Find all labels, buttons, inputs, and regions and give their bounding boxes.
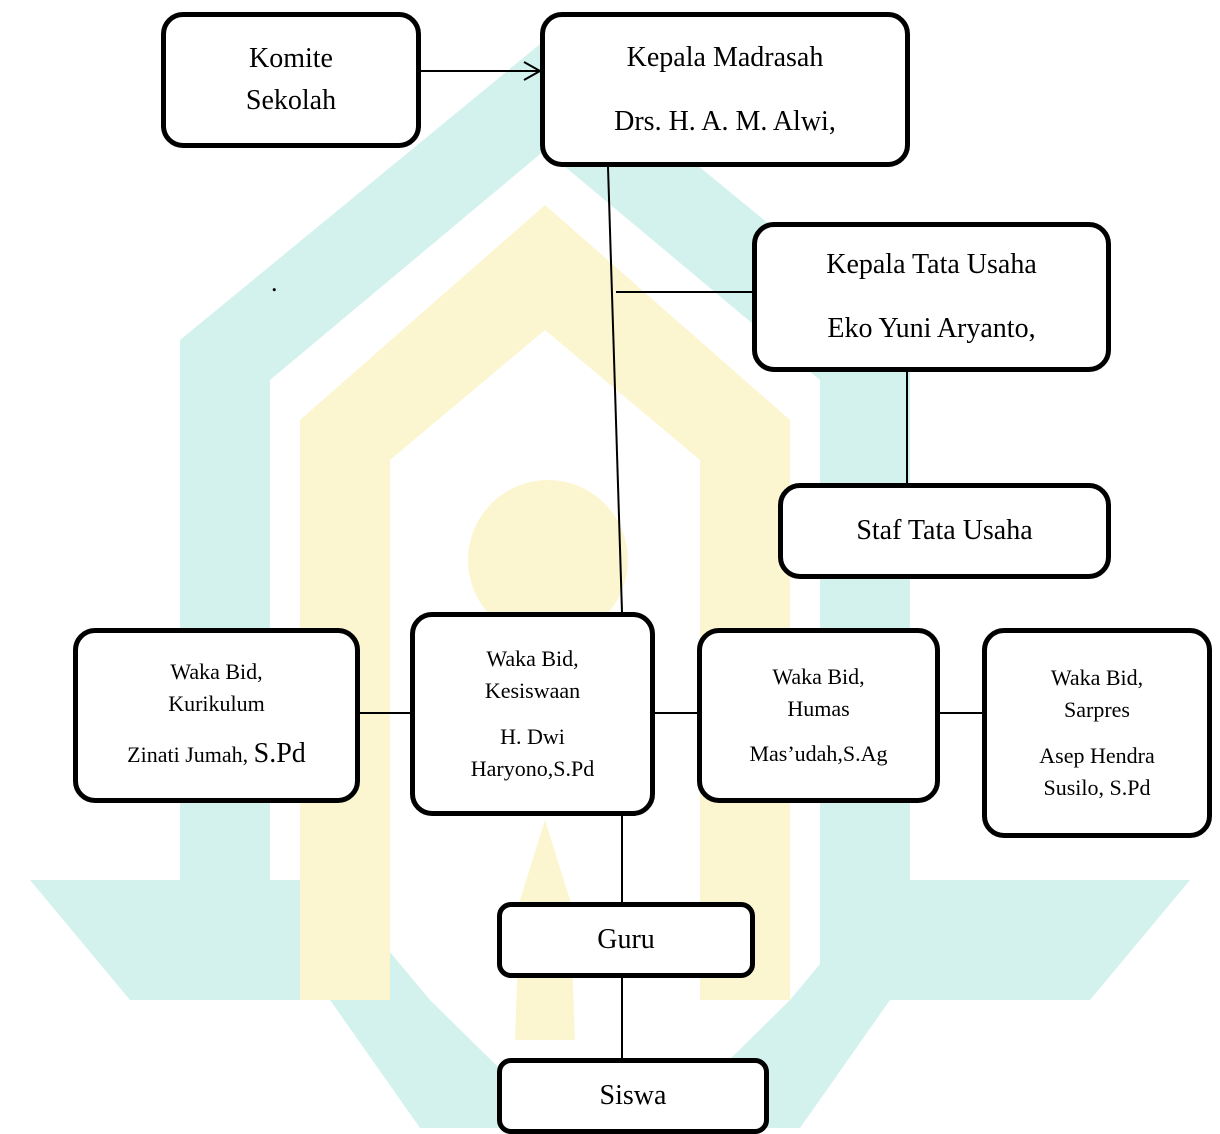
kepala-madrasah-box: Kepala Madrasah Drs. H. A. M. Alwi, xyxy=(540,12,910,167)
siswa-title: Siswa xyxy=(599,1080,667,1111)
waka-humas-box: Waka Bid, Humas Mas’udah,S.Ag xyxy=(697,628,940,803)
waka-kesiswaan-name1: H. Dwi xyxy=(500,724,565,749)
siswa-box: Siswa xyxy=(497,1058,769,1134)
staf-tu-title: Staf Tata Usaha xyxy=(856,515,1033,546)
kepala-tu-name: Eko Yuni Aryanto, xyxy=(827,313,1036,344)
waka-kurikulum-line2: Kurikulum xyxy=(168,691,265,717)
waka-kurikulum-suffix: S.Pd xyxy=(253,738,306,770)
waka-kesiswaan-line2: Kesiswaan xyxy=(484,678,581,704)
guru-box: Guru xyxy=(497,902,755,978)
kepala-tu-title: Kepala Tata Usaha xyxy=(826,249,1037,280)
waka-kurikulum-name: Zinati Jumah, xyxy=(127,742,249,768)
komite-line1: Komite xyxy=(249,43,333,74)
waka-humas-line2: Humas xyxy=(787,695,850,721)
komite-line2: Sekolah xyxy=(245,85,337,116)
waka-humas-name: Mas’udah,S.Ag xyxy=(749,741,888,767)
komite-sekolah-box: Komite Sekolah xyxy=(161,12,421,148)
staf-tata-usaha-box: Staf Tata Usaha xyxy=(778,483,1111,579)
waka-sarpres-line2: Sarpres xyxy=(1064,697,1130,723)
kepala-madrasah-name: Drs. H. A. M. Alwi, xyxy=(614,105,836,137)
waka-kurikulum-name-row: Zinati Jumah, S.Pd xyxy=(127,734,306,775)
waka-kesiswaan-line1: Waka Bid, xyxy=(486,646,579,672)
waka-sarpres-box: Waka Bid, Sarpres Asep Hendra Susilo, S.… xyxy=(982,628,1212,838)
waka-sarpres-line1: Waka Bid, xyxy=(1050,665,1144,691)
kepala-tata-usaha-box: Kepala Tata Usaha Eko Yuni Aryanto, xyxy=(752,222,1111,372)
kepala-madrasah-title: Kepala Madrasah xyxy=(626,41,824,73)
waka-kesiswaan-box: Waka Bid, Kesiswaan H. Dwi Haryono,S.Pd xyxy=(410,612,655,816)
guru-title: Guru xyxy=(597,924,655,955)
waka-humas-line1: Waka Bid, xyxy=(772,663,865,689)
stray-dot: . xyxy=(271,268,278,297)
waka-sarpres-name1: Asep Hendra xyxy=(1039,743,1155,768)
waka-kurikulum-line1: Waka Bid, xyxy=(170,659,263,685)
waka-sarpres-name2: Susilo, S.Pd xyxy=(1043,774,1151,800)
waka-kurikulum-box: Waka Bid, Kurikulum Zinati Jumah, S.Pd xyxy=(73,628,360,803)
waka-kesiswaan-name2: Haryono,S.Pd xyxy=(470,755,595,781)
